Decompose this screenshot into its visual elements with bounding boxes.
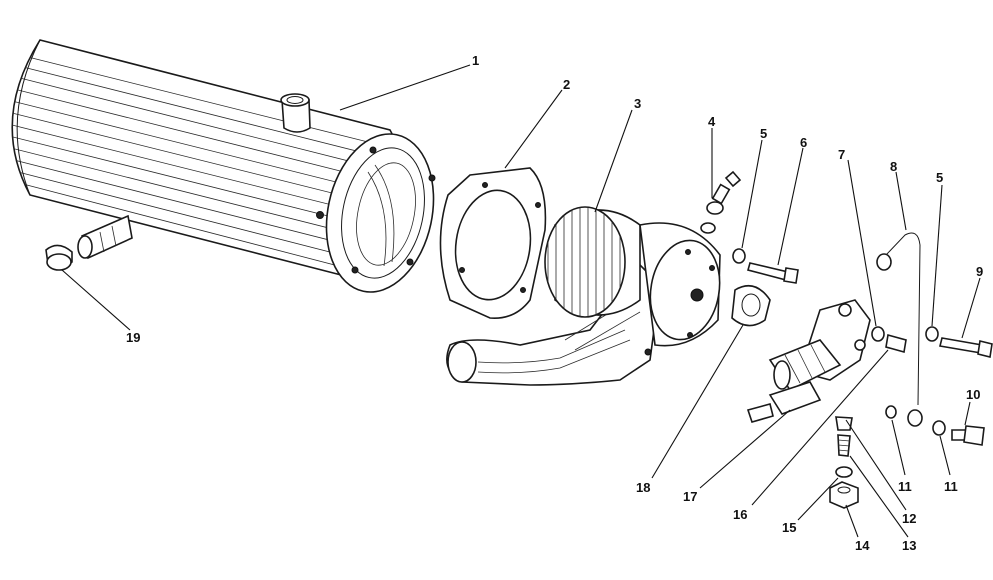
washer-right: [925, 326, 939, 342]
callout-19: 19: [126, 330, 140, 345]
callout-4: 4: [708, 114, 716, 129]
burner-assembly: [746, 299, 871, 423]
callout-5b: 5: [936, 170, 943, 185]
nut-small: [871, 326, 885, 342]
callout-11a: 11: [898, 479, 912, 494]
washer-11-right: [932, 420, 946, 436]
callout-17: 17: [683, 489, 697, 504]
callout-11b: 11: [944, 479, 958, 494]
callout-7: 7: [838, 147, 845, 162]
fuel-pipe: [876, 232, 923, 427]
callout-5a: 5: [760, 126, 767, 141]
callout-2: 2: [563, 77, 570, 92]
callout-9: 9: [976, 264, 983, 279]
washer-left: [732, 248, 746, 264]
callout-8: 8: [890, 159, 897, 174]
glow-plug: [700, 170, 742, 234]
drain-cap: [45, 244, 73, 271]
callout-12: 12: [902, 511, 916, 526]
fitting-plug: [885, 333, 907, 354]
callout-15: 15: [782, 520, 796, 535]
callout-16: 16: [733, 507, 747, 522]
leader-lines: [61, 64, 981, 538]
callout-1: 1: [472, 53, 479, 68]
callout-10: 10: [966, 387, 980, 402]
bolt-left: [747, 262, 799, 284]
callout-labels: 1 2 3 4 5 6 7 8 5 9 10 11 11 12 13 14 15…: [126, 53, 983, 553]
heater-cylinder-body: [11, 39, 436, 293]
bolt-right: [939, 337, 993, 358]
callout-6: 6: [800, 135, 807, 150]
fan-housing: [446, 206, 721, 386]
burner-gasket: [731, 284, 771, 327]
callout-13: 13: [902, 538, 916, 553]
callout-3: 3: [634, 96, 641, 111]
flange-gasket: [439, 167, 547, 319]
washer-11-left: [885, 405, 897, 419]
banjo-bolt: [951, 425, 985, 446]
callout-18: 18: [636, 480, 650, 495]
filter-stack: [829, 416, 859, 509]
callout-14: 14: [855, 538, 870, 553]
